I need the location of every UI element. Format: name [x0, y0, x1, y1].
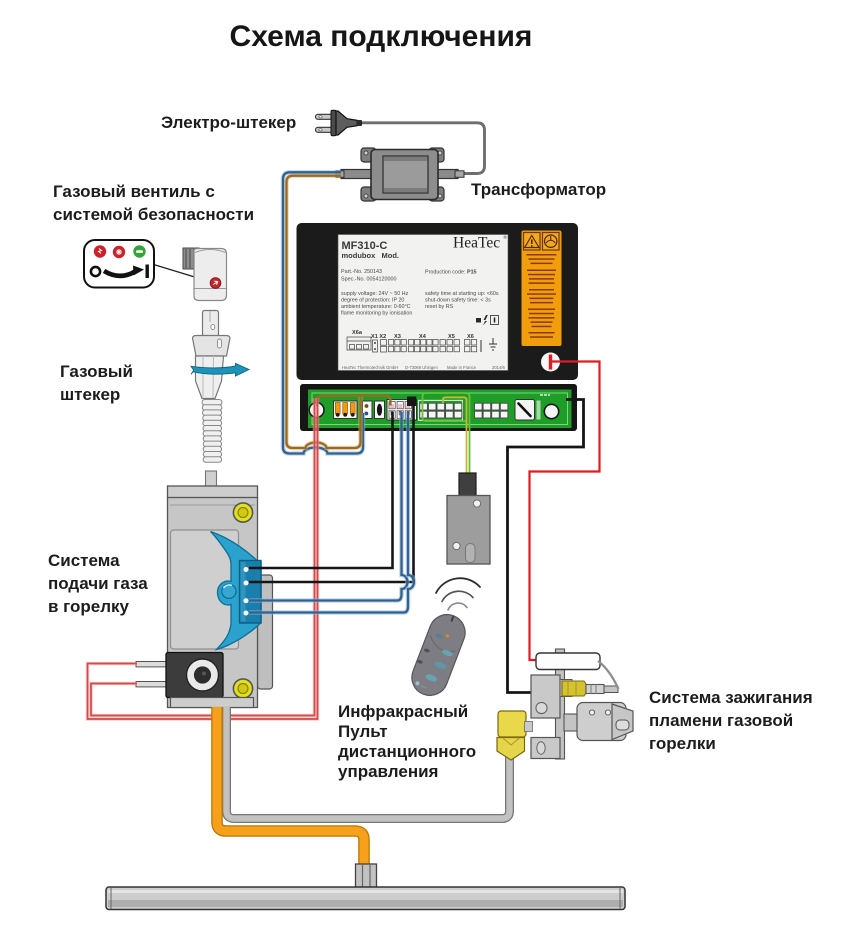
svg-text:reset by RS: reset by RS [425, 304, 454, 310]
svg-text:пламени газовой: пламени газовой [649, 711, 793, 730]
svg-text:HeaTec: HeaTec [453, 235, 500, 252]
svg-text:flame monitoring by ionisation: flame monitoring by ionisation [341, 311, 412, 317]
svg-text:X5: X5 [448, 334, 455, 340]
svg-text:modubox Mod.: modubox Mod. [342, 251, 400, 260]
svg-text:supply voltage: 24V ~ 50 Hz: supply voltage: 24V ~ 50 Hz [341, 291, 409, 297]
svg-text:X1 X2: X1 X2 [371, 334, 386, 340]
svg-text:degree of protection: IP 20: degree of protection: IP 20 [341, 298, 404, 304]
svg-text:X6a: X6a [352, 330, 363, 336]
svg-text:Production code: P15: Production code: P15 [425, 270, 477, 276]
svg-text:®: ® [504, 234, 508, 240]
svg-text:Газовый: Газовый [60, 362, 133, 381]
svg-text:Пульт: Пульт [338, 722, 388, 741]
svg-text:HeaTec Thermotechnik GmbH: HeaTec Thermotechnik GmbH [342, 365, 398, 370]
svg-text:Made in France: Made in France [447, 365, 477, 370]
svg-text:подачи газа: подачи газа [48, 574, 148, 593]
svg-text:Трансформатор: Трансформатор [471, 180, 606, 199]
svg-text:Spec.-No. 0054120000: Spec.-No. 0054120000 [341, 277, 396, 283]
svg-text:shut-down safety time: < 3s: shut-down safety time: < 3s [425, 298, 491, 304]
svg-text:Part.-No. 250143: Part.-No. 250143 [341, 269, 382, 275]
svg-text:штекер: штекер [60, 385, 120, 404]
svg-text:safety time at starting up: <6: safety time at starting up: <60s [425, 291, 499, 297]
svg-text:системой безопасности: системой безопасности [53, 205, 254, 224]
svg-text:2014/6: 2014/6 [492, 365, 505, 370]
svg-text:Газовый вентиль с: Газовый вентиль с [53, 182, 215, 201]
svg-text:Электро-штекер: Электро-штекер [161, 113, 296, 132]
svg-text:ambient temperature: 0-60°C: ambient temperature: 0-60°C [341, 304, 411, 310]
svg-text:управления: управления [338, 762, 438, 781]
svg-text:X4: X4 [419, 334, 427, 340]
svg-text:D-73066 Uhingen: D-73066 Uhingen [405, 365, 438, 370]
svg-text:дистанционного: дистанционного [338, 742, 476, 761]
svg-text:Система: Система [48, 551, 120, 570]
svg-text:Инфракрасный: Инфракрасный [338, 702, 468, 721]
svg-text:в горелку: в горелку [48, 597, 130, 616]
svg-text:горелки: горелки [649, 734, 716, 753]
svg-text:MF310-C: MF310-C [342, 240, 388, 252]
svg-text:Схема подключения: Схема подключения [230, 20, 533, 53]
svg-text:X6: X6 [467, 334, 474, 340]
svg-text:X3: X3 [394, 334, 401, 340]
svg-text:Система зажигания: Система зажигания [649, 688, 813, 707]
